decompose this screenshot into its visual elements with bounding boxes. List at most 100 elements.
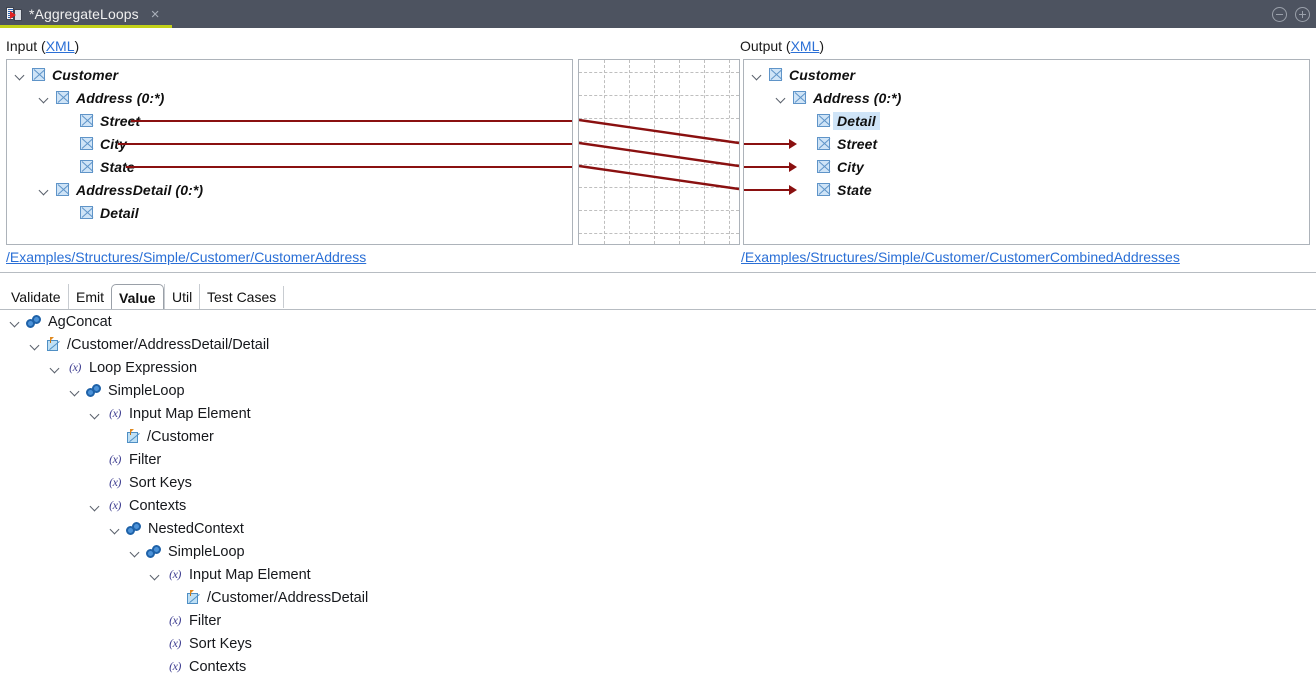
mapping-line-stub xyxy=(131,120,572,122)
value-tree-row[interactable]: (x)Input Map Element xyxy=(90,402,251,425)
chevron-down-icon[interactable] xyxy=(130,546,141,557)
chain-icon xyxy=(86,383,102,399)
value-tree-row[interactable]: /Customer/AddressDetail xyxy=(170,586,368,609)
grid-line-vertical xyxy=(704,60,705,244)
chevron-down-icon[interactable] xyxy=(70,385,81,396)
mapper-document-icon xyxy=(6,6,22,22)
schema-node-label: Street xyxy=(100,112,141,129)
tab-validate[interactable]: Validate xyxy=(11,289,61,305)
chevron-down-icon[interactable] xyxy=(752,69,763,80)
mapping-arrow-head xyxy=(789,185,797,195)
schema-node-addressdetail[interactable]: AddressDetail (0:*) xyxy=(39,178,203,201)
chevron-down-icon[interactable] xyxy=(150,569,161,580)
tree-spacer xyxy=(63,115,74,126)
chevron-down-icon[interactable] xyxy=(90,500,101,511)
value-tree-row[interactable]: SimpleLoop xyxy=(70,379,185,402)
value-tree-row[interactable]: (x)Filter xyxy=(150,609,221,632)
tab-emit[interactable]: Emit xyxy=(68,284,111,310)
chevron-down-icon[interactable] xyxy=(776,92,787,103)
schema-element-icon xyxy=(769,68,782,81)
chevron-down-icon[interactable] xyxy=(39,92,50,103)
mapping-canvas[interactable] xyxy=(578,59,740,245)
chevron-down-icon[interactable] xyxy=(30,339,41,350)
value-tree-row[interactable]: (x)Contexts xyxy=(150,655,246,678)
schema-node-street[interactable]: Street xyxy=(800,132,877,155)
value-tree-row[interactable]: (x)Loop Expression xyxy=(50,356,197,379)
tree-spacer xyxy=(150,638,161,649)
schema-element-icon xyxy=(56,91,69,104)
value-tree-label: /Customer xyxy=(147,428,214,445)
input-structure-path-link[interactable]: /Examples/Structures/Simple/Customer/Cus… xyxy=(6,249,367,265)
path-reference-icon xyxy=(46,337,61,352)
output-structure-path-link[interactable]: /Examples/Structures/Simple/Customer/Cus… xyxy=(741,249,1180,265)
schema-node-street[interactable]: Street xyxy=(63,109,140,132)
chevron-down-icon[interactable] xyxy=(90,408,101,419)
chevron-down-icon[interactable] xyxy=(110,523,121,534)
schema-node-label: Detail xyxy=(833,111,880,130)
window-controls xyxy=(1272,0,1310,28)
value-tree-row[interactable]: /Customer/AddressDetail/Detail xyxy=(30,333,269,356)
maximize-icon[interactable] xyxy=(1295,6,1310,22)
grid-line-vertical xyxy=(629,60,630,244)
value-tree-row[interactable]: AgConcat xyxy=(10,310,112,333)
schema-node-city[interactable]: City xyxy=(800,155,864,178)
schema-element-icon xyxy=(793,91,806,104)
schema-element-icon xyxy=(32,68,45,81)
schema-node-state[interactable]: State xyxy=(63,155,135,178)
expression-icon: (x) xyxy=(109,452,121,466)
schema-node-address[interactable]: Address (0:*) xyxy=(776,86,901,109)
schema-node-detail[interactable]: Detail xyxy=(800,109,880,132)
grid-line-horizontal xyxy=(579,95,739,96)
schema-node-state[interactable]: State xyxy=(800,178,872,201)
schema-element-icon xyxy=(80,114,93,127)
schema-node-customer[interactable]: Customer xyxy=(15,63,118,86)
value-tree-row[interactable]: (x)Input Map Element xyxy=(150,563,311,586)
value-expression-tree[interactable]: AgConcat/Customer/AddressDetail/Detail (x… xyxy=(0,310,1316,680)
value-tree-row[interactable]: (x) Filter xyxy=(90,448,161,471)
schema-node-address[interactable]: Address (0:*) xyxy=(39,86,164,109)
value-tree-label: Filter xyxy=(129,451,162,468)
chevron-down-icon[interactable] xyxy=(15,69,26,80)
tab-util[interactable]: Util xyxy=(164,284,199,310)
value-tree-label: SimpleLoop xyxy=(108,382,185,399)
chevron-down-icon[interactable] xyxy=(39,184,50,195)
value-tree-label: /Customer/AddressDetail/Detail xyxy=(67,336,270,353)
schema-node-city[interactable]: City xyxy=(63,132,127,155)
value-tree-row[interactable]: /Customer xyxy=(110,425,214,448)
minimize-icon[interactable] xyxy=(1272,6,1287,22)
document-tab[interactable]: *AggregateLoops × xyxy=(0,0,168,28)
value-tree-row[interactable]: NestedContext xyxy=(110,517,244,540)
schema-node-label: Street xyxy=(837,135,878,152)
tree-spacer xyxy=(90,477,101,488)
schema-node-label: State xyxy=(100,158,135,175)
output-xml-link[interactable]: XML xyxy=(790,38,820,54)
value-tree-row[interactable]: (x)Sort Keys xyxy=(150,632,252,655)
tab-test-cases[interactable]: Test Cases xyxy=(199,284,283,310)
schema-node-label: Address (0:*) xyxy=(813,89,902,106)
chevron-down-icon[interactable] xyxy=(50,362,61,373)
schema-node-detail[interactable]: Detail xyxy=(63,201,139,224)
schema-node-label: City xyxy=(100,135,127,152)
tree-spacer xyxy=(170,592,181,603)
grid-line-horizontal xyxy=(579,187,739,188)
schema-node-label: Customer xyxy=(52,66,119,83)
value-tree-row[interactable]: (x)Contexts xyxy=(90,494,186,517)
grid-line-vertical xyxy=(654,60,655,244)
value-tree-label: Loop Expression xyxy=(89,359,198,376)
tab-value[interactable]: Value xyxy=(111,284,164,311)
schema-node-customer[interactable]: Customer xyxy=(752,63,855,86)
chain-icon xyxy=(26,314,42,330)
tree-spacer xyxy=(63,207,74,218)
output-caption: Output (XML) xyxy=(740,38,825,54)
close-icon[interactable]: × xyxy=(150,5,160,23)
input-xml-link[interactable]: XML xyxy=(45,38,75,54)
grid-line-vertical xyxy=(729,60,730,244)
value-tree-row[interactable]: (x)Sort Keys xyxy=(90,471,192,494)
chevron-down-icon[interactable] xyxy=(10,316,21,327)
tree-spacer xyxy=(150,615,161,626)
value-tree-row[interactable]: SimpleLoop xyxy=(130,540,245,563)
